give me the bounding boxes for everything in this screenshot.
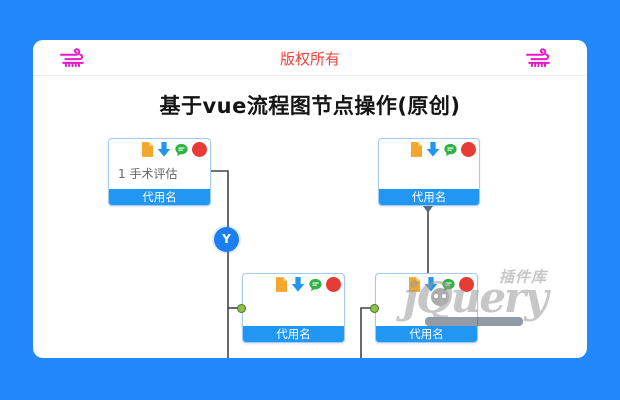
node-alias-label[interactable]: 代用名 xyxy=(243,326,344,342)
download-arrow-icon[interactable] xyxy=(426,142,440,157)
flowchart-canvas: 1 手术评估 代用名 代用名 代用名 xyxy=(33,40,587,358)
flow-node[interactable]: 代用名 xyxy=(378,138,480,206)
node-toolbar xyxy=(141,142,207,157)
record-dot-icon[interactable] xyxy=(326,277,341,292)
record-dot-icon[interactable] xyxy=(192,142,207,157)
node-toolbar xyxy=(410,142,476,157)
wind-icon xyxy=(60,48,84,68)
wind-icon[interactable] xyxy=(58,46,88,70)
node-toolbar xyxy=(408,277,474,292)
main-panel: 版权所有 基于vue流程图节点操作(原创) xyxy=(33,40,587,358)
flow-node[interactable]: 代用名 xyxy=(242,273,345,343)
comment-icon[interactable] xyxy=(308,278,323,292)
comment-icon[interactable] xyxy=(441,278,456,292)
download-arrow-icon[interactable] xyxy=(424,277,438,292)
comment-icon[interactable] xyxy=(443,143,458,157)
record-dot-icon[interactable] xyxy=(459,277,474,292)
file-icon[interactable] xyxy=(410,142,423,157)
endpoint-dot[interactable] xyxy=(237,304,246,313)
comment-icon[interactable] xyxy=(174,143,189,157)
node-body-text: 1 手术评估 xyxy=(118,167,178,181)
connector-arrow-icon xyxy=(423,206,433,213)
node-toolbar xyxy=(275,277,341,292)
wind-icon[interactable] xyxy=(524,46,554,70)
record-dot-icon[interactable] xyxy=(461,142,476,157)
copyright-text: 版权所有 xyxy=(279,50,340,68)
condition-badge[interactable]: Y xyxy=(214,227,239,252)
endpoint-dot[interactable] xyxy=(370,304,379,313)
file-icon[interactable] xyxy=(141,142,154,157)
file-icon[interactable] xyxy=(275,277,288,292)
download-arrow-icon[interactable] xyxy=(291,277,305,292)
page-title: 基于vue流程图节点操作(原创) xyxy=(159,94,461,118)
file-icon[interactable] xyxy=(408,277,421,292)
node-alias-label[interactable]: 代用名 xyxy=(376,326,477,342)
wind-icon xyxy=(526,48,550,68)
download-arrow-icon[interactable] xyxy=(157,142,171,157)
flow-node[interactable]: 1 手术评估 代用名 xyxy=(108,138,211,206)
header-bar: 版权所有 xyxy=(33,40,587,76)
flow-node[interactable]: 代用名 xyxy=(375,273,478,343)
node-alias-label[interactable]: 代用名 xyxy=(109,189,210,205)
node-alias-label[interactable]: 代用名 xyxy=(379,189,479,205)
